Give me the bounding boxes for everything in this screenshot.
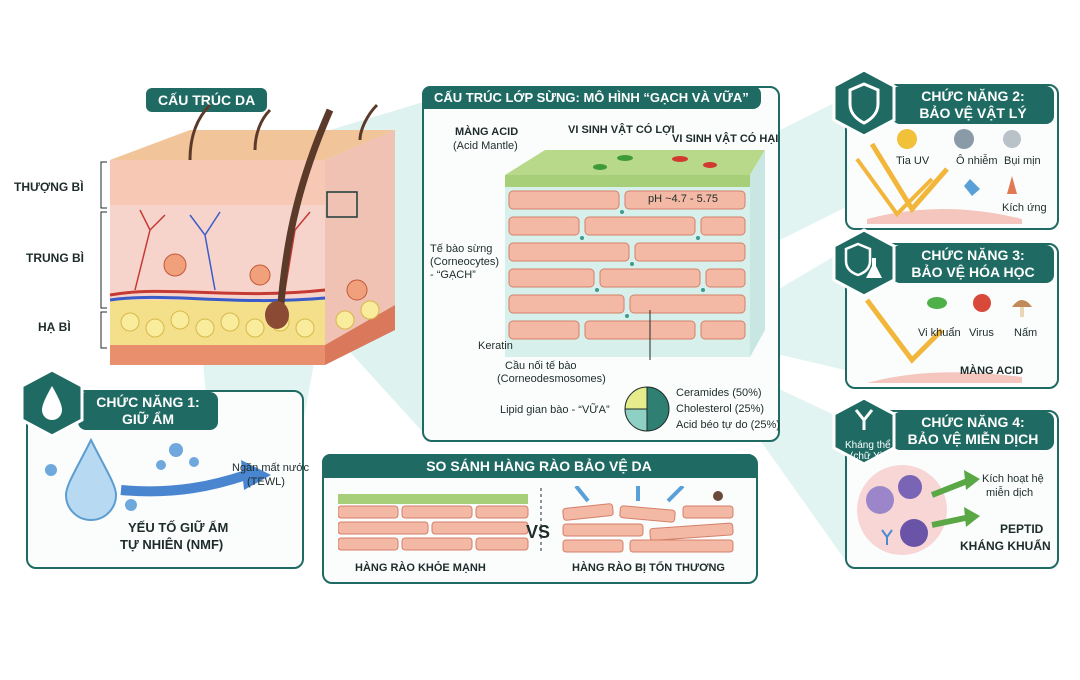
lipid-pie-slice-2 <box>624 386 648 410</box>
immune-activation-1: Kích hoạt hệ <box>982 473 1044 485</box>
func1-title-1: CHỨC NĂNG 1: <box>96 394 200 410</box>
moisture-illustration <box>45 437 271 521</box>
lipid-pie-slice-1 <box>624 408 648 432</box>
physical-protection-illustration <box>855 129 1022 224</box>
item-uv: Tia UV <box>896 155 930 167</box>
acid-mantle-label: MÀNG ACID <box>455 126 519 138</box>
item-bacteria: Vi khuẩn <box>918 327 961 339</box>
keratin-label: Keratin <box>478 340 513 352</box>
nmf-label-1: YẾU TỐ GIỮ ẨM <box>128 520 229 535</box>
ph-label: pH ~4.7 - 5.75 <box>648 193 719 205</box>
lipid-part-cholesterol: Cholesterol (25%) <box>676 403 765 415</box>
func1-title-2: GIỮ ẨM <box>121 411 175 427</box>
func3-header: CHỨC NĂNG 3: BẢO VỆ HÓA HỌC <box>892 245 1054 283</box>
func3-title-1: CHỨC NĂNG 3: <box>921 247 1025 263</box>
lipid-part-ceramides: Ceramides (50%) <box>676 387 762 399</box>
immune-illustration <box>857 465 980 555</box>
layer-brackets <box>100 161 107 349</box>
func2-title-2: BẢO VỆ VẬT LÝ <box>919 105 1027 121</box>
healthy-barrier-label: HÀNG RÀO KHỎE MẠNH <box>355 562 486 574</box>
skin-cross-section <box>109 103 395 365</box>
func4-title-2: BẢO VỆ MIỄN DỊCH <box>907 431 1039 447</box>
antibody-icon <box>832 396 896 466</box>
antibody-label-2: (chữ Y) <box>850 451 884 462</box>
good-microbes-label: VI SINH VẬT CÓ LỢI <box>568 124 675 136</box>
antibody-label-1: Kháng thể <box>845 440 891 451</box>
layer-hypodermis: HẠ BÌ <box>38 320 71 334</box>
layer-epidermis: THƯỢNG BÌ <box>14 180 84 194</box>
skin-structure-title: CẤU TRÚC DA <box>146 88 268 112</box>
item-fungus: Nấm <box>1014 327 1038 339</box>
func2-header: CHỨC NĂNG 2: BẢO VỆ VẬT LÝ <box>892 86 1054 124</box>
tewl-label-1: Ngăn mất nước <box>232 462 309 474</box>
corneocytes-label-2: (Corneocytes) <box>430 256 500 268</box>
item-pollution: Ô nhiễm <box>956 155 998 167</box>
acid-mantle-en: (Acid Mantle) <box>453 140 518 152</box>
immune-activation-2: miễn dịch <box>986 487 1034 499</box>
desmosome-label-1: Cầu nối tế bào <box>505 360 577 372</box>
stratum-title: CẤU TRÚC LỚP SỪNG: MÔ HÌNH “GẠCH VÀ VỮA” <box>422 86 761 109</box>
vs-label: VS <box>526 522 551 542</box>
droplet-icon <box>20 368 84 438</box>
brick-mortar-illustration <box>505 150 765 360</box>
lipid-pie-chart <box>624 386 670 432</box>
item-fine-dust: Bụi mịn <box>1004 155 1041 167</box>
compare-title: SO SÁNH HÀNG RÀO BẢO VỆ DA <box>322 454 756 478</box>
lipid-part-fatty-acid: Acid béo tự do (25%) <box>676 419 780 431</box>
chemical-shield-icon <box>832 228 896 298</box>
func4-header: CHỨC NĂNG 4: BẢO VỆ MIỄN DỊCH <box>892 412 1054 450</box>
acid-mantle-func3: MÀNG ACID <box>960 365 1024 377</box>
chemical-protection-illustration <box>865 294 1032 383</box>
func3-title-2: BẢO VỆ HÓA HỌC <box>911 264 1035 280</box>
nmf-label-2: TỰ NHIÊN (NMF) <box>120 537 224 552</box>
item-irritation: Kích ứng <box>1002 202 1047 214</box>
peptide-label-2: KHÁNG KHUẨN <box>960 539 1051 553</box>
shield-icon <box>832 68 896 138</box>
corneocytes-label-3: - “GẠCH” <box>430 269 476 281</box>
peptide-label-1: PEPTID <box>1000 522 1044 536</box>
func4-title-1: CHỨC NĂNG 4: <box>921 414 1025 430</box>
item-virus: Virus <box>969 327 994 339</box>
func2-title-1: CHỨC NĂNG 2: <box>921 88 1025 104</box>
corneocytes-label-1: Tế bào sừng <box>430 243 493 255</box>
barrier-comparison-illustration <box>338 486 734 554</box>
tewl-label-2: (TEWL) <box>247 476 285 488</box>
lipid-pie-slice-0 <box>646 386 670 432</box>
layer-dermis: TRUNG BÌ <box>26 251 84 265</box>
func1-header: CHỨC NĂNG 1: GIỮ ẨM <box>78 392 218 430</box>
bad-microbes-label: VI SINH VẬT CÓ HẠI <box>672 133 779 145</box>
lipid-label: Lipid gian bào - “VỮA” <box>500 404 610 416</box>
damaged-barrier-label: HÀNG RÀO BỊ TỔN THƯƠNG <box>572 562 725 574</box>
desmosome-label-2: (Corneodesmosomes) <box>497 373 606 385</box>
